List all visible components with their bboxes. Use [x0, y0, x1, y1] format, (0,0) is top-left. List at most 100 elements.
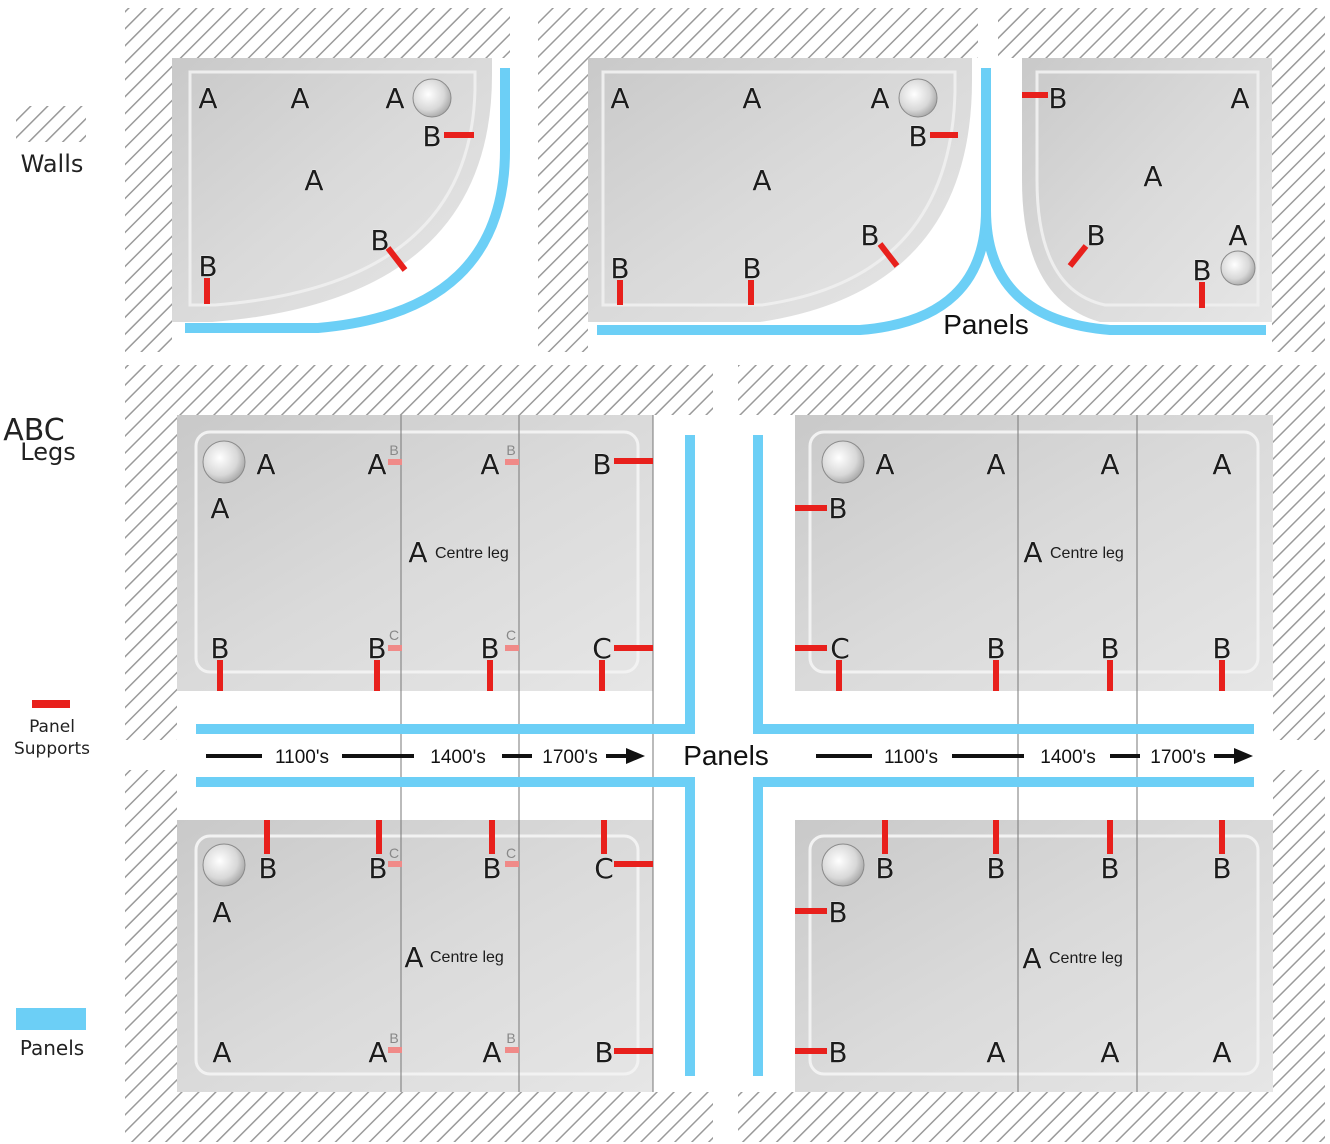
waste: [821, 843, 865, 887]
leg-b: B: [482, 852, 501, 885]
panel-support: [505, 861, 519, 867]
panel-support: [1219, 820, 1225, 854]
leg-b: B: [592, 448, 611, 481]
leg-a: A: [1228, 219, 1247, 252]
leg-b: B: [370, 224, 389, 257]
tray-rim: [808, 834, 1260, 1076]
waste: [1220, 250, 1256, 286]
leg-a: A: [290, 82, 309, 115]
panel-support: [388, 1047, 402, 1053]
leg-b: B: [1086, 219, 1105, 252]
panel-support: [795, 908, 827, 914]
panel-support: [748, 280, 754, 305]
leg-a: A: [1100, 1036, 1119, 1069]
panel: [753, 435, 1254, 734]
size-1100: 1100's: [884, 747, 938, 768]
wall: [1273, 415, 1325, 740]
arrow-right-icon: [626, 748, 645, 764]
panel-support: [882, 820, 888, 854]
leg-b: B: [986, 632, 1005, 665]
leg-b: B: [210, 632, 229, 665]
tray: [795, 415, 1273, 691]
panel: [981, 209, 1266, 335]
leg-b: B: [594, 1036, 613, 1069]
panel-support: [385, 246, 408, 272]
tray: [1022, 58, 1272, 322]
size-1700: 1700's: [542, 747, 597, 768]
panel-support: [388, 645, 402, 651]
size-1700: 1700's: [1150, 747, 1205, 768]
leg-a: A: [304, 164, 323, 197]
leg-b: B: [480, 632, 499, 665]
panel-supports-label-2: Supports: [14, 739, 90, 759]
tray: [795, 820, 1273, 1092]
panels-label-top: Panels: [943, 309, 1029, 340]
panel-support-swatch: [32, 700, 70, 708]
wall: [1273, 770, 1325, 1092]
centre-leg-label: Centre leg: [1050, 545, 1124, 562]
leg-c-small: C: [389, 627, 399, 643]
panel-support: [505, 645, 519, 651]
leg-c-small: C: [506, 845, 516, 861]
leg-a: A: [385, 82, 404, 115]
wall: [125, 8, 510, 352]
leg-b: B: [422, 120, 441, 153]
panel-support: [505, 1047, 519, 1053]
panel-support: [614, 861, 653, 867]
panel-support: [795, 505, 827, 511]
panel-support: [1199, 282, 1205, 308]
panel-support: [614, 458, 653, 464]
panel-support: [993, 820, 999, 854]
leg-c-small: C: [389, 845, 399, 861]
leg-b: B: [258, 852, 277, 885]
wall: [998, 8, 1325, 352]
panel-support: [617, 280, 623, 305]
panel-support: [489, 820, 495, 854]
leg-b: B: [908, 120, 927, 153]
wall: [738, 365, 1325, 415]
size-1400: 1400's: [430, 747, 485, 768]
arrow-right-icon: [1234, 748, 1253, 764]
leg-b-small: B: [389, 442, 398, 458]
panel-supports-label-1: Panel: [29, 717, 75, 737]
panel-support: [614, 645, 653, 651]
leg-a: A: [1100, 448, 1119, 481]
panel-support: [599, 660, 605, 691]
tray-rim: [194, 834, 640, 1076]
panel-support: [601, 820, 607, 854]
leg-a: A: [875, 448, 894, 481]
tray-diagram-7: B B B B B A Centre leg B A A A: [795, 790, 1273, 1092]
size-ruler-left: 1100's 1400's 1700's: [206, 747, 645, 768]
tray: [177, 415, 653, 691]
panel-support: [1067, 244, 1089, 268]
leg-a: A: [482, 1036, 501, 1069]
panel-support: [204, 278, 210, 304]
leg-a: A: [1230, 82, 1249, 115]
leg-a: A: [610, 82, 629, 115]
wall: [125, 770, 177, 1092]
leg-b: B: [828, 492, 847, 525]
centre-leg-a: A: [1022, 942, 1041, 975]
leg-b: B: [1100, 852, 1119, 885]
leg-a: A: [480, 448, 499, 481]
panel-support: [1107, 820, 1113, 854]
panel-support: [1022, 92, 1048, 98]
panel-support: [374, 660, 380, 691]
panel: [196, 777, 695, 1076]
leg-b: B: [1212, 632, 1231, 665]
centre-leg-label: Centre leg: [430, 949, 504, 966]
wall: [538, 8, 978, 352]
panel-support: [376, 820, 382, 854]
leg-a: A: [256, 448, 275, 481]
leg-b: B: [828, 896, 847, 929]
size-ruler-right: 1100's 1400's 1700's: [816, 747, 1253, 768]
leg-a: A: [198, 82, 217, 115]
leg-a: A: [212, 896, 231, 929]
leg-b: B: [1048, 82, 1067, 115]
panel-support: [930, 132, 958, 138]
panel: [185, 68, 510, 333]
legs-subtitle: Legs: [20, 438, 75, 466]
walls-label: Walls: [21, 150, 84, 178]
panel: [753, 777, 1254, 1076]
